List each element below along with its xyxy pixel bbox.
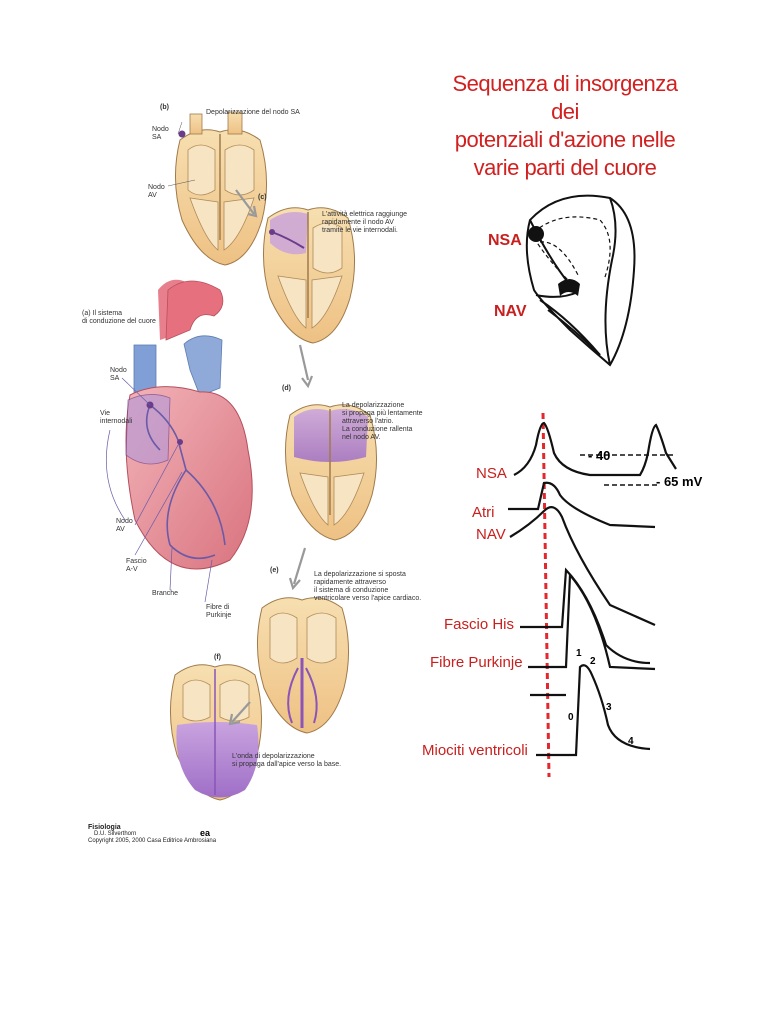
trace-label-miociti-ventricoli: Miociti ventricoli <box>422 742 528 759</box>
panel-b-title: Depolarizzazione del nodo SA <box>206 109 300 117</box>
nav-node-mark <box>558 279 580 296</box>
phase-label-3: 3 <box>606 702 612 713</box>
trace-label-fascio-his: Fascio His <box>444 616 514 633</box>
page-title: Sequenza di insorgenza dei potenziali d'… <box>440 70 690 182</box>
phase-label-4: 4 <box>628 736 634 747</box>
trace-label-nsa: NSA <box>476 465 507 482</box>
nsa-heart-label: NSA <box>488 232 522 250</box>
heart-diagram-b <box>175 112 266 265</box>
voltage-label-minus-40: - 40 <box>588 448 610 463</box>
panel-f-label: (f) <box>214 654 221 662</box>
trace-nav <box>510 507 655 625</box>
phase-label-1: 1 <box>576 648 582 659</box>
onset-marker-line <box>543 413 549 777</box>
panel-e-label: (e) <box>270 567 279 575</box>
trace-label-fibre-purkinje: Fibre Purkinje <box>430 654 523 671</box>
panel-d-label: (d) <box>282 385 291 393</box>
trace-atri <box>508 483 655 527</box>
phase-label-0: 0 <box>568 712 574 723</box>
heart-outline-sketch <box>500 180 650 380</box>
book-credit: Fisiologia D.U. Silverthorn Copyright 20… <box>88 824 216 845</box>
nsa-node-mark <box>528 226 544 242</box>
trace-fascio <box>520 570 650 663</box>
trace-label-atri: Atri <box>472 504 495 521</box>
panel-c-label: (c) <box>258 194 267 202</box>
nav-heart-label: NAV <box>494 303 527 321</box>
trace-label-nav: NAV <box>476 526 506 543</box>
heart-diagram-f <box>170 665 261 800</box>
branche-label: Branche <box>152 590 178 598</box>
phase-label-2: 2 <box>590 656 596 667</box>
conduction-system-figure <box>0 0 400 820</box>
panel-b-label: (b) <box>160 104 169 112</box>
heart-diagram-e <box>257 598 348 733</box>
voltage-label-minus-65: - 65 mV <box>656 474 702 489</box>
publisher-logo-text: ea <box>200 828 210 838</box>
